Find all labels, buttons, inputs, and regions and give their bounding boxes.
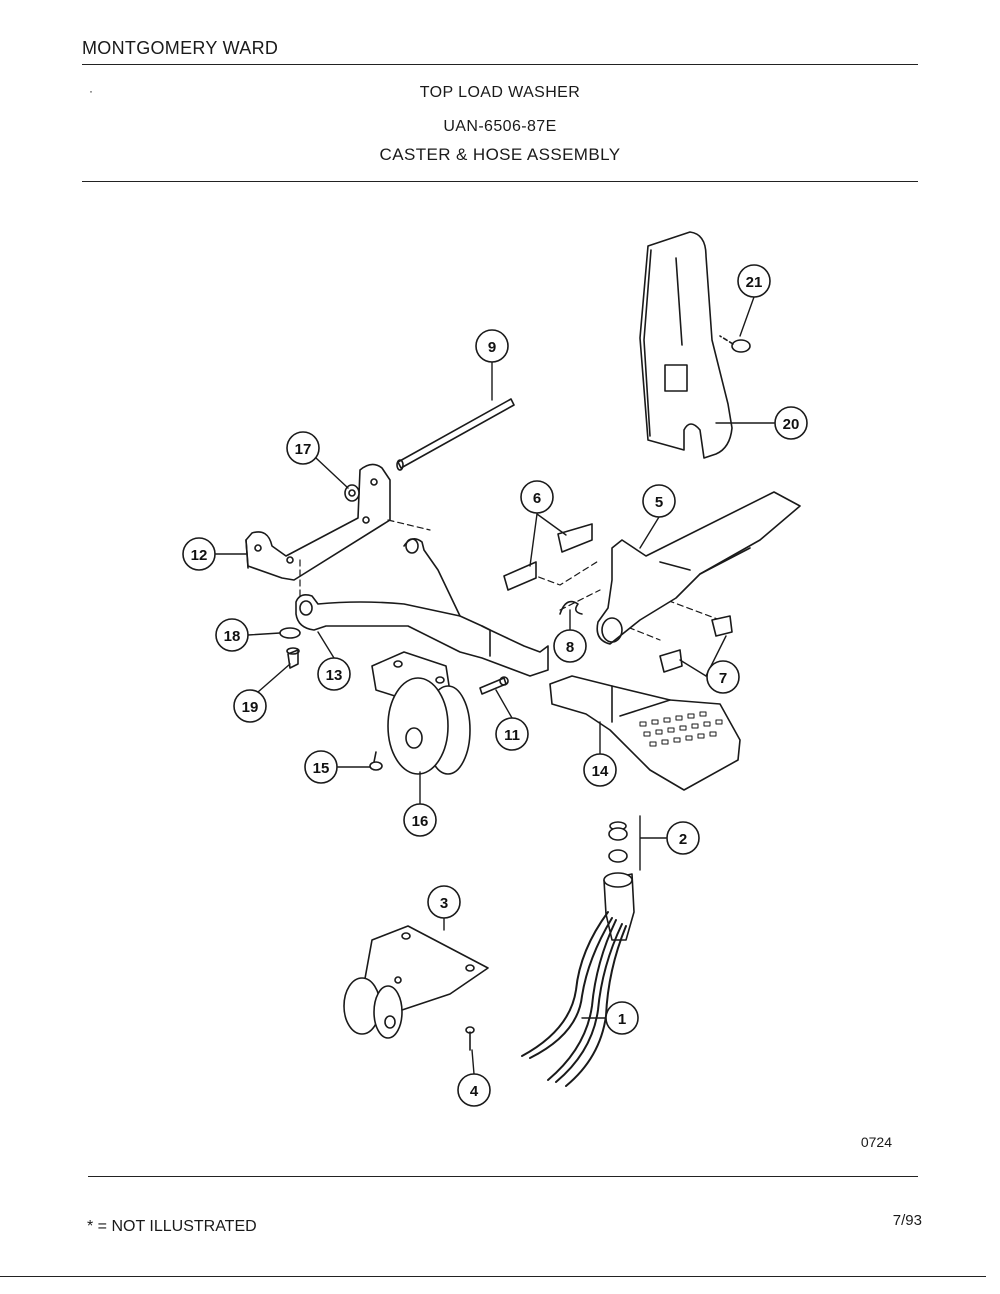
part-14-pedal [549, 675, 741, 791]
callout-6: 6 [520, 480, 554, 514]
callout-3: 3 [427, 885, 461, 919]
callout-17: 17 [286, 431, 320, 465]
callout-circles: 21 20 9 17 12 6 5 8 7 18 13 19 11 14 15 … [182, 264, 808, 1107]
revision-date: 7/93 [892, 1212, 922, 1229]
assembly-title: CASTER & HOSE ASSEMBLY [379, 145, 621, 164]
footer-rule-bottom [0, 1276, 986, 1277]
svg-text:7: 7 [719, 670, 727, 687]
callout-12: 12 [182, 537, 216, 571]
callout-8: 8 [553, 629, 587, 663]
part-15-screw [369, 751, 383, 771]
part-9-rod [396, 398, 515, 471]
bullet-mark: · [89, 84, 93, 98]
svg-text:21: 21 [746, 274, 763, 291]
part-6-clips [503, 523, 593, 591]
page-title: TOP LOAD WASHER [419, 84, 581, 101]
svg-text:8: 8 [566, 639, 574, 656]
footer-rule-top [88, 1176, 918, 1177]
callout-9: 9 [475, 329, 509, 363]
part-5-pedal-lever [596, 491, 801, 645]
header-rule-bottom [82, 181, 918, 182]
svg-text:19: 19 [242, 699, 259, 716]
svg-text:3: 3 [440, 895, 448, 912]
callout-leaders [215, 296, 775, 1075]
part-7-screws [659, 615, 733, 673]
part-1-hoses [521, 911, 627, 1087]
callout-13: 13 [317, 657, 351, 691]
svg-text:6: 6 [533, 490, 541, 507]
svg-text:9: 9 [488, 339, 496, 356]
svg-text:16: 16 [412, 813, 429, 830]
svg-text:14: 14 [592, 763, 609, 780]
part-17-bushing [344, 484, 360, 502]
svg-text:20: 20 [783, 416, 800, 433]
part-16-caster-wheel [371, 651, 471, 775]
callout-15: 15 [304, 750, 338, 784]
callout-11: 11 [495, 717, 529, 751]
callout-19: 19 [233, 689, 267, 723]
callout-21: 21 [737, 264, 771, 298]
part-12-bracket [245, 463, 391, 581]
part-4-screw [465, 1026, 475, 1051]
not-illustrated-note: * = NOT ILLUSTRATED [87, 1218, 257, 1235]
svg-text:5: 5 [655, 494, 663, 511]
part-13-caster-arm [295, 538, 549, 677]
svg-text:12: 12 [191, 547, 208, 564]
callout-18: 18 [215, 618, 249, 652]
svg-text:17: 17 [295, 441, 312, 458]
svg-text:15: 15 [313, 760, 330, 777]
part-18-washer [279, 627, 301, 639]
svg-text:2: 2 [679, 831, 687, 848]
part-21-screw [719, 335, 751, 353]
diagram-code: 0724 [860, 1134, 892, 1150]
part-19-bolt [286, 647, 300, 669]
part-8-spring [559, 600, 583, 615]
callout-20: 20 [774, 406, 808, 440]
brand-name: MONTGOMERY WARD [82, 38, 279, 58]
model-number: UAN-6506-87E [443, 118, 557, 135]
callout-7: 7 [706, 660, 740, 694]
svg-text:18: 18 [224, 628, 241, 645]
svg-text:1: 1 [618, 1011, 626, 1028]
part-3-caster [343, 925, 489, 1039]
svg-text:4: 4 [470, 1083, 479, 1100]
callout-4: 4 [457, 1073, 491, 1107]
svg-text:13: 13 [326, 667, 343, 684]
part-11-bolt [479, 676, 509, 695]
callout-2: 2 [666, 821, 700, 855]
callout-16: 16 [403, 803, 437, 837]
header-rule-top [82, 64, 918, 65]
callout-1: 1 [605, 1001, 639, 1035]
svg-text:11: 11 [504, 727, 520, 744]
callout-5: 5 [642, 484, 676, 518]
part-20-hose-guide-plate [639, 231, 733, 459]
callout-14: 14 [583, 753, 617, 787]
